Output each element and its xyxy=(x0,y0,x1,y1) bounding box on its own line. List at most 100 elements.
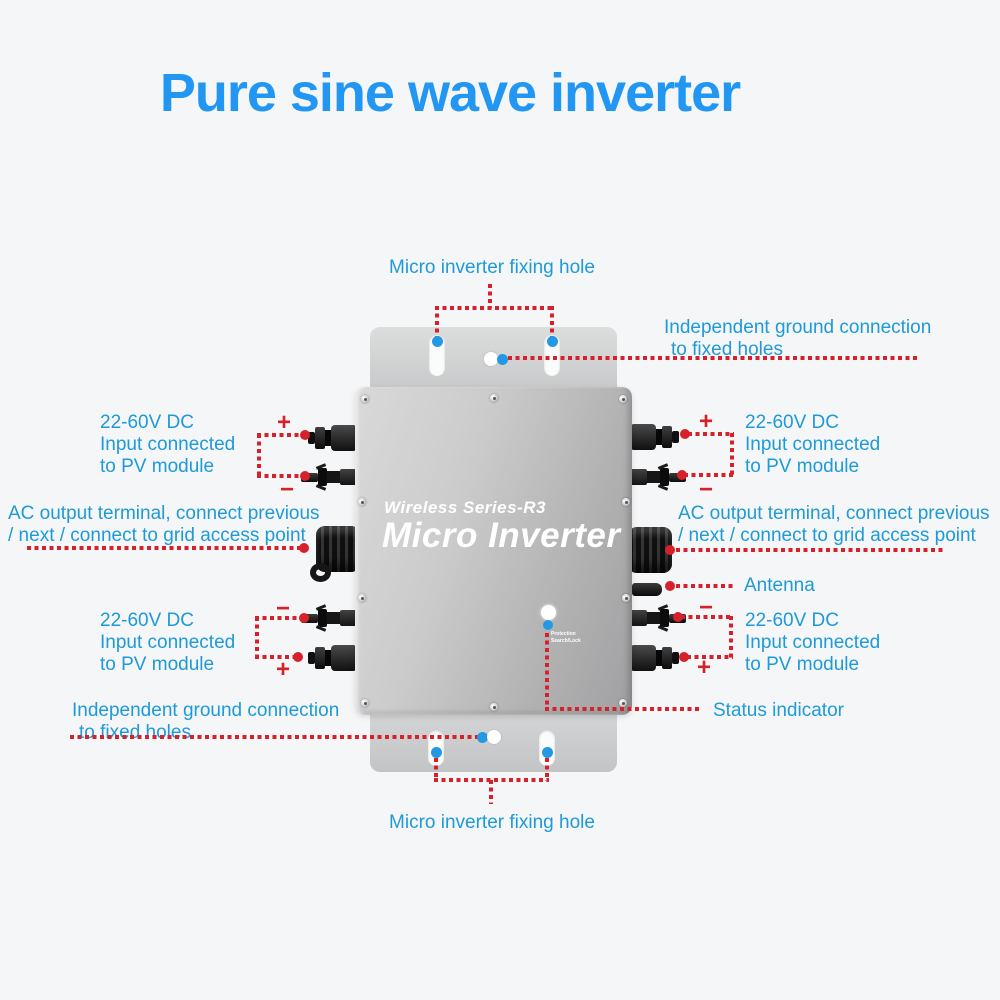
callout-line xyxy=(257,434,261,478)
screw-icon xyxy=(622,594,630,602)
callout-line xyxy=(257,474,305,478)
connector-tip xyxy=(301,613,318,623)
callout-line xyxy=(545,633,549,711)
connector-ring xyxy=(315,647,325,669)
label-line: to fixed holes xyxy=(671,339,783,360)
dc-connector-icon xyxy=(301,609,357,627)
label-line: / next / connect to grid access point xyxy=(678,525,976,546)
anchor-dot xyxy=(677,470,687,480)
ac-connector-cap-icon xyxy=(310,563,331,582)
label-ground-top: Independent ground connection to fixed h… xyxy=(664,317,931,361)
polarity-minus: − xyxy=(276,595,291,622)
anchor-dot xyxy=(547,336,558,347)
label-line: AC output terminal, connect previous xyxy=(678,503,990,524)
label-line: 22-60V DC xyxy=(745,412,839,433)
screw-icon xyxy=(619,395,627,403)
callout-line xyxy=(508,356,918,360)
callout-line xyxy=(545,758,549,781)
callout-line xyxy=(676,584,736,588)
screw-icon xyxy=(361,699,369,707)
antenna-icon xyxy=(632,583,662,596)
led-caption-line: Search/Lock xyxy=(551,638,581,644)
label-dc-input-left-bottom: 22-60V DC Input connected to PV module xyxy=(100,610,235,676)
polarity-plus: + xyxy=(699,408,714,435)
callout-line xyxy=(676,548,946,552)
screw-icon xyxy=(490,394,498,402)
page-title: Pure sine wave inverter xyxy=(159,63,741,123)
callout-line xyxy=(435,306,439,339)
label-dc-input-left-top: 22-60V DC Input connected to PV module xyxy=(100,412,235,478)
connector-ring xyxy=(647,471,660,483)
callout-line xyxy=(687,655,733,659)
connector-tip xyxy=(672,652,679,664)
connector-body xyxy=(340,469,357,485)
label-antenna: Antenna xyxy=(744,575,815,596)
screw-icon xyxy=(361,395,369,403)
connector-tip xyxy=(308,652,315,664)
label-line: 22-60V DC xyxy=(745,610,839,631)
label-fixing-hole-top: Micro inverter fixing hole xyxy=(389,257,595,278)
anchor-dot xyxy=(299,543,309,553)
callout-line xyxy=(257,433,303,437)
label-fixing-hole-bottom: Micro inverter fixing hole xyxy=(389,812,595,833)
polarity-plus: + xyxy=(697,654,712,681)
screw-icon xyxy=(622,498,630,506)
label-line: Input connected xyxy=(745,632,881,653)
callout-line xyxy=(729,616,733,658)
callout-line xyxy=(435,306,555,310)
inverter-body xyxy=(355,387,632,715)
connector-ring xyxy=(662,647,672,669)
callout-line xyxy=(255,616,302,620)
led-caption: Protection Search/Lock xyxy=(551,631,581,645)
label-line: Input connected xyxy=(100,434,236,455)
connector-tip xyxy=(672,431,679,443)
screw-icon xyxy=(358,498,366,506)
connector-ring xyxy=(647,612,660,624)
callout-line xyxy=(70,735,478,739)
callout-line xyxy=(545,707,701,711)
label-line: Independent ground connection xyxy=(664,317,932,338)
label-dc-input-right-top: 22-60V DC Input connected to PV module xyxy=(745,412,880,478)
device-brand-text: Wireless Series-R3 xyxy=(384,498,546,517)
connector-body xyxy=(331,425,357,451)
anchor-dot xyxy=(673,612,683,622)
polarity-minus: − xyxy=(280,476,295,503)
label-line: to PV module xyxy=(100,654,215,675)
callout-line xyxy=(688,432,734,436)
callout-line xyxy=(681,615,733,619)
status-led-blue-icon xyxy=(543,620,553,630)
connector-ring xyxy=(327,612,340,624)
polarity-minus: − xyxy=(699,476,714,503)
connector-collar xyxy=(318,468,327,486)
label-dc-input-right-bottom: 22-60V DC Input connected to PV module xyxy=(745,610,880,676)
connector-collar xyxy=(318,609,327,627)
connector-body xyxy=(630,424,656,450)
led-caption-line: Protection xyxy=(551,631,576,637)
label-line: Input connected xyxy=(745,434,881,455)
label-line: to PV module xyxy=(745,456,860,477)
anchor-dot xyxy=(293,652,303,662)
connector-body xyxy=(630,645,656,671)
callout-line xyxy=(255,617,259,659)
callout-line xyxy=(434,758,438,781)
callout-line xyxy=(684,473,734,477)
anchor-dot xyxy=(497,354,508,365)
connector-body xyxy=(630,469,647,485)
callout-line xyxy=(255,655,297,659)
anchor-dot xyxy=(431,747,442,758)
dc-connector-icon xyxy=(630,424,679,450)
connector-ring xyxy=(315,427,325,449)
label-line: AC output terminal, connect previous xyxy=(8,503,320,524)
polarity-minus: − xyxy=(699,594,714,621)
ground-hole-icon xyxy=(484,352,498,366)
label-ac-output-left: AC output terminal, connect previous / n… xyxy=(8,503,320,547)
connector-ring xyxy=(662,426,672,448)
polarity-plus: + xyxy=(276,656,291,683)
ground-hole-icon xyxy=(487,730,501,744)
callout-line xyxy=(550,306,554,339)
connector-ring xyxy=(325,430,331,446)
connector-ring xyxy=(327,471,340,483)
label-line: to PV module xyxy=(745,654,860,675)
anchor-dot xyxy=(680,429,690,439)
ac-connector-icon xyxy=(628,527,672,573)
